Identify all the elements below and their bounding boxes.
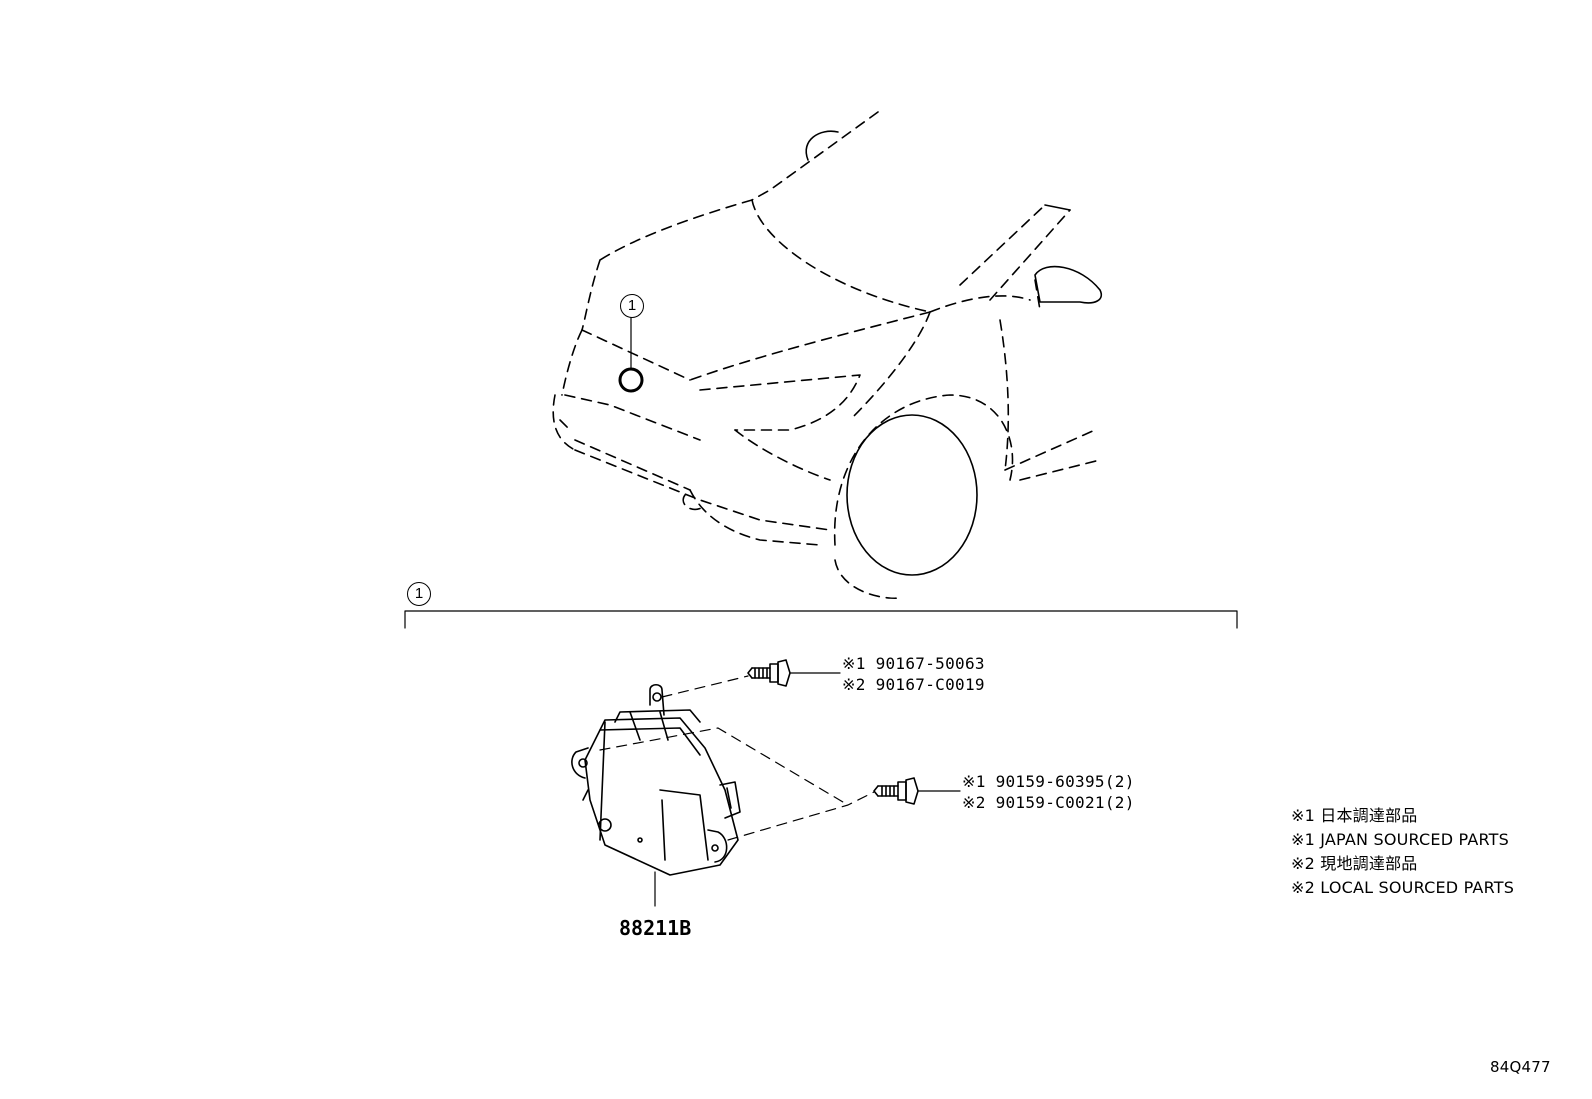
bolt-a-part-2: ※2 90167-C0019: [842, 675, 985, 694]
bolt-b-drawing: [873, 777, 919, 805]
bolt-b-dash-1: [599, 727, 849, 806]
sensor-module-drawing: [571, 683, 741, 876]
callout-1-bracket: 1: [407, 582, 431, 606]
vehicle-solid-lines: [805, 130, 1102, 304]
figure-id: 84Q477: [1490, 1058, 1551, 1076]
callout-1-top: 1: [620, 294, 644, 318]
legend-line-4: ※2 LOCAL SOURCED PARTS: [1291, 878, 1515, 897]
bolt-a-drawing: [747, 659, 791, 687]
sensor-location-marker: [618, 367, 644, 393]
bolt-b-part-1: ※1 90159-60395(2): [962, 772, 1135, 791]
bolt-a-dash: [661, 675, 749, 698]
legend-line-1: ※1 日本調達部品: [1291, 806, 1418, 825]
legend-line-3: ※2 現地調達部品: [1291, 854, 1418, 873]
assembly-bracket: [404, 610, 1238, 629]
module-part-number: 88211B: [619, 916, 692, 940]
bolt-a-part-1: ※1 90167-50063: [842, 654, 985, 673]
legend-line-2: ※1 JAPAN SOURCED PARTS: [1291, 830, 1510, 849]
bolt-b-dash-2: [727, 791, 875, 841]
bolt-b-part-2: ※2 90159-C0021(2): [962, 793, 1135, 812]
front-wheel: [846, 414, 978, 576]
vehicle-outline: [552, 111, 1101, 600]
